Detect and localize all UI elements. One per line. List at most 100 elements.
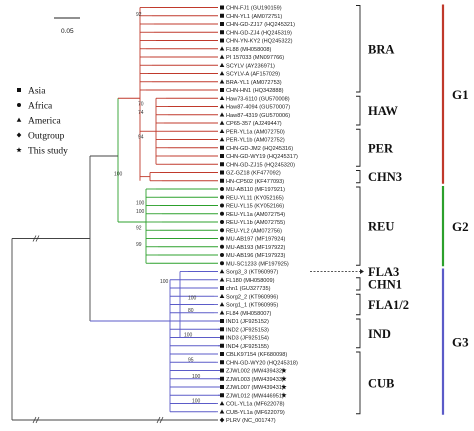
scale-bar: 0.05: [54, 17, 80, 35]
leaf-label: MU-AB197 (MF197924): [226, 237, 286, 243]
triangle-icon: [219, 409, 225, 414]
leaf-label: SCYLV-A (AF157029): [226, 72, 280, 78]
leaf-label: FL84 (MH058007): [226, 311, 272, 317]
triangle-icon: [219, 269, 225, 274]
bootstrap-label: 99: [136, 242, 142, 248]
leaf-label: Sorg3_3 (KT960997): [226, 270, 278, 276]
bootstrap-label: 100: [136, 201, 145, 207]
clade-bracket: [356, 128, 361, 167]
clade-bracket: [356, 293, 361, 316]
circle-icon: [220, 253, 224, 257]
leaf-label: CHN-FJ1 (GU190159): [226, 6, 282, 12]
bootstrap-label: 92: [136, 12, 142, 18]
square-icon: [220, 5, 224, 10]
leaf-label: CHN-GD-JM2 (HQ245316): [226, 146, 293, 152]
triangle-icon: [219, 62, 225, 68]
clade-label: FLA3: [368, 265, 399, 279]
square-icon: [220, 13, 224, 18]
triangle-icon: [219, 277, 225, 282]
leaf-label: CHN-GD-WY20 (HQ245318): [226, 360, 298, 366]
square-icon: [220, 360, 224, 365]
clade-label: CUB: [368, 376, 394, 390]
bootstrap-label: 94: [138, 135, 144, 141]
leaf-label: CHN-GD-ZJ4 (HQ245319): [226, 30, 292, 36]
triangle-icon: [219, 71, 225, 76]
square-icon: [220, 88, 224, 92]
break-mark: [32, 235, 37, 242]
leaf-label: MU-SC1233 (MF197925): [226, 261, 289, 267]
leaf-label: PER-YL1a (AM072750): [226, 129, 285, 135]
square-icon: [220, 393, 224, 398]
bootstrap-label: 100: [184, 333, 193, 339]
clade-bracket: [356, 170, 361, 184]
clade-bracket: [356, 351, 361, 415]
square-icon: [220, 286, 224, 290]
clade-label: BRA: [368, 42, 394, 56]
clade-bracket: [356, 186, 361, 266]
clade-bracket: [356, 5, 361, 93]
arrow-head-icon: [360, 269, 364, 274]
circle-icon: [220, 187, 224, 191]
clade-label: CHN1: [368, 277, 402, 291]
square-icon: [220, 145, 224, 150]
triangle-icon: [219, 293, 225, 299]
leaf-label: FL88 (MH058008): [226, 47, 272, 53]
clade-label: PER: [368, 141, 394, 155]
bootstrap-label: 70: [138, 102, 144, 108]
leaf-label: CUB-YL1a (MF622079): [226, 410, 285, 416]
bootstrap-label: 100: [160, 279, 169, 285]
bootstrap-label: 100: [114, 172, 123, 178]
diamond-icon: [219, 417, 225, 423]
star-icon: [281, 384, 287, 390]
legend-label: Outgroup: [28, 132, 65, 142]
leaf-label: MU-AB110 (MF197921): [226, 187, 285, 193]
bootstrap-label: 100: [188, 295, 197, 301]
tree-branches: [11, 7, 222, 424]
circle-icon: [220, 195, 224, 200]
legend-label: Africa: [28, 101, 53, 112]
triangle-icon: [219, 302, 225, 307]
bootstrap-label: 92: [136, 225, 142, 231]
bootstrap-label: 100: [192, 399, 201, 405]
bootstrap-label: 100: [192, 374, 201, 380]
square-icon: [220, 327, 224, 332]
leaf-label: Haw87-4094 (GU570007): [226, 105, 290, 111]
circle-icon: [220, 220, 224, 224]
legend-label: Asia: [28, 87, 46, 97]
leaf-label: IND1 (JF925152): [226, 319, 269, 325]
bootstrap-label: 95: [188, 357, 194, 363]
leaf-label: CHN-YN-KY2 (HQ245322): [226, 39, 293, 45]
leaf-label: REU-YL2 (AM072756): [226, 228, 282, 234]
triangle-icon: [219, 128, 225, 134]
circle-icon: [220, 244, 224, 249]
triangle-icon: [219, 95, 225, 101]
leaf-label: ZJWL012 (MW446951): [226, 393, 284, 399]
square-icon: [220, 30, 224, 35]
leaf-label: Haw73-6110 (GU570008): [226, 96, 290, 102]
leaf-label: Haw87-4319 (GU570006): [226, 113, 290, 119]
clade-label: FLA1/2: [368, 298, 409, 312]
leaf-label: CHN-GD-WY19 (HQ245317): [226, 154, 298, 160]
break-mark: [32, 416, 37, 424]
leaf-label: ZJWL002 (MW439432): [226, 369, 284, 375]
leaf-label: REU-YL15 (KY052166): [226, 204, 284, 210]
group-label: G1: [452, 87, 469, 102]
leaf-labels: CHN-FJ1 (GU190159)CHN-YL1 (AM072751)CHN-…: [219, 5, 298, 424]
square-icon: [220, 352, 224, 356]
legend-label: This study: [28, 147, 68, 157]
group-label: G2: [452, 219, 469, 234]
triangle-icon: [16, 117, 22, 122]
bootstrap-label: 100: [136, 209, 145, 215]
break-mark: [159, 416, 164, 424]
square-icon: [220, 368, 224, 373]
star-icon: [281, 392, 287, 398]
triangle-icon: [219, 54, 225, 59]
square-icon: [220, 385, 224, 389]
clade-bracket: [356, 318, 361, 349]
leaf-label: ZJWL007 (MW439431): [226, 385, 284, 391]
clade-bracket: [356, 95, 361, 126]
star-icon: [281, 375, 287, 382]
leaf-label: MU-AB193 (MF197922): [226, 245, 286, 251]
